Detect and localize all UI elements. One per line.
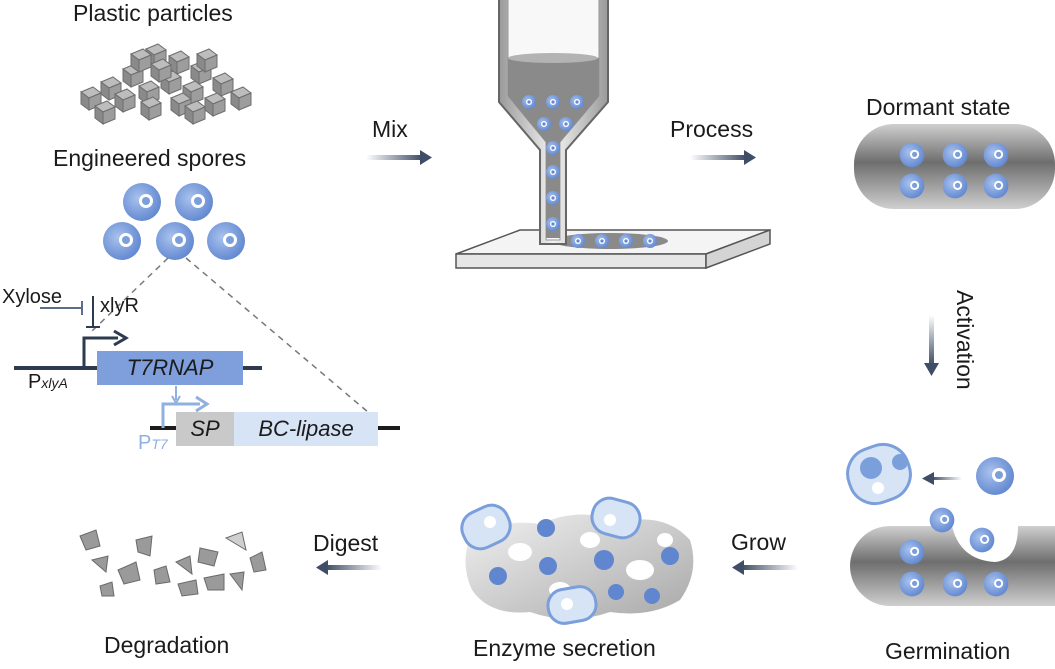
- process-label: Process: [670, 116, 754, 142]
- digest-label: Digest: [313, 530, 379, 556]
- gene-SP-block: [176, 412, 234, 446]
- process-arrow: [690, 150, 756, 165]
- activation-label: Activation: [952, 290, 978, 390]
- degraded-fragments: [79, 529, 267, 597]
- activation-arrow: [924, 315, 939, 376]
- engineered-spores-label: Engineered spores: [53, 145, 247, 171]
- promoter-xlyA-label: PxlyA: [28, 371, 68, 393]
- gene-BC-lipase-block: [234, 412, 378, 446]
- gene-T7RNAP-block: [97, 351, 243, 385]
- plastic-particles-pile: [80, 43, 252, 125]
- digest-arrow: [316, 560, 382, 575]
- mix-label: Mix: [372, 116, 408, 142]
- dormant-state-label: Dormant state: [866, 94, 1011, 120]
- gene-T7RNAP-label: T7RNAP: [126, 355, 214, 380]
- mix-arrow: [366, 150, 432, 165]
- degradation-label: Degradation: [104, 632, 230, 658]
- printing-nozzle: [455, 0, 771, 270]
- germinated-cell: [846, 442, 912, 506]
- dormant-state-slab: [854, 124, 1055, 209]
- xlyR-label: xlyR: [100, 295, 139, 317]
- germination-slab: [850, 507, 1055, 606]
- glass-slide-front: [455, 253, 707, 269]
- activated-spore: [976, 457, 1014, 495]
- gene-BC-lipase-label: BC-lipase: [258, 416, 354, 441]
- grow-label: Grow: [731, 529, 786, 555]
- genetic-circuit: [14, 296, 400, 446]
- grow-arrow: [732, 560, 798, 575]
- gene-SP-label: SP: [190, 416, 220, 441]
- promoter-T7-arrow: [161, 402, 200, 428]
- engineered-spores-cluster: [103, 183, 245, 260]
- porous-plastic-material: [460, 496, 694, 625]
- germination-small-arrow: [922, 472, 962, 485]
- xylose-label: Xylose: [2, 286, 63, 308]
- promoter-T7-label: PT7: [138, 432, 168, 454]
- enzyme-secretion-label: Enzyme secretion: [473, 635, 656, 661]
- zoom-line-right: [185, 257, 376, 419]
- plastic-particles-label: Plastic particles: [73, 0, 233, 26]
- germination-label: Germination: [885, 638, 1011, 664]
- promoter-xlyA-arrow: [82, 336, 118, 368]
